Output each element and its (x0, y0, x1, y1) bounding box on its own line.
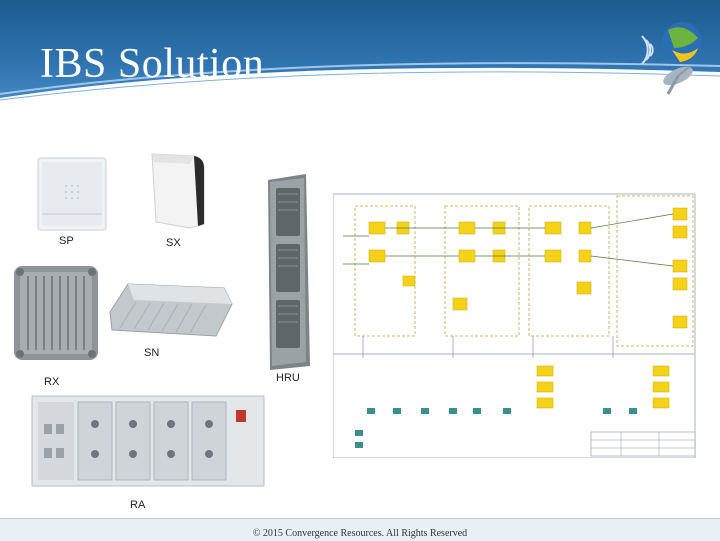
slide-header: IBS Solution (0, 0, 720, 115)
sp-label: SP (59, 235, 74, 247)
sn-label: SN (144, 347, 160, 359)
header-swoosh-decoration (0, 62, 720, 115)
company-logo-icon (641, 22, 702, 95)
sp-device-image (37, 157, 107, 231)
ra-label: RA (130, 499, 146, 511)
hru-device-image (268, 174, 310, 370)
slide-footer-bar (0, 518, 720, 541)
wireless-signal-icon (641, 35, 654, 65)
system-block-diagram (333, 193, 696, 458)
rx-label: RX (44, 376, 60, 388)
ra-device-image (31, 395, 265, 487)
rx-device-image (14, 266, 98, 360)
sx-label: SX (166, 237, 181, 249)
slide-title: IBS Solution (40, 41, 265, 87)
satellite-dish-icon (663, 65, 693, 95)
sx-device-image (151, 153, 205, 229)
copyright-text: © 2015 Convergence Resources. All Rights… (252, 528, 468, 539)
sn-device-image (109, 283, 233, 337)
hru-label: HRU (276, 372, 300, 384)
